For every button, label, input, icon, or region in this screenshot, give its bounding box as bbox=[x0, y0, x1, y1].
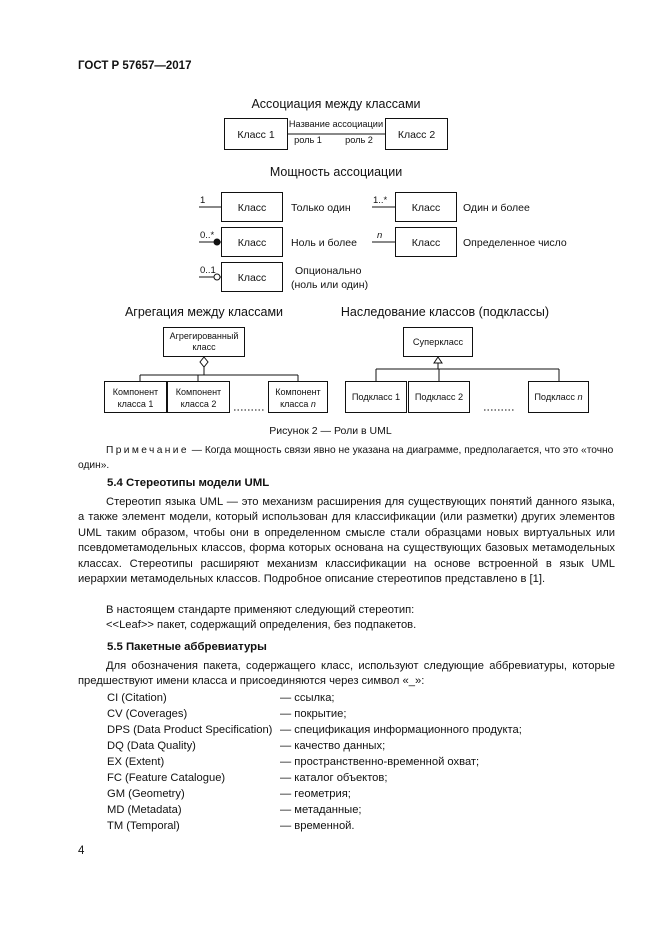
abbr-code: FC (Feature Catalogue) bbox=[107, 772, 226, 784]
section-5-5-heading: 5.5 Пакетные аббревиатуры bbox=[107, 641, 267, 653]
svg-text:Подкласс n: Подкласс n bbox=[534, 392, 582, 402]
section-5-4-leaf-stereotype: <<Leaf>> пакет, содержащий определения, … bbox=[106, 619, 417, 631]
abbr-desc: — метаданные; bbox=[280, 804, 362, 816]
abbr-code: EX (Extent) bbox=[107, 756, 165, 768]
section-5-4-heading: 5.4 Стереотипы модели UML bbox=[107, 477, 270, 489]
abbr-desc: — геометрия; bbox=[280, 788, 351, 800]
svg-text:(ноль или один): (ноль или один) bbox=[291, 279, 368, 291]
svg-text:класса 1: класса 1 bbox=[118, 399, 154, 409]
abbr-desc: — каталог объектов; bbox=[280, 772, 388, 784]
section-5-4-paragraph: Стереотип языка UML — это механизм расши… bbox=[78, 496, 615, 586]
abbr-desc: — спецификация информационного продукта; bbox=[280, 724, 522, 736]
abbr-code: CV (Coverages) bbox=[107, 708, 188, 720]
abbr-code: MD (Metadata) bbox=[107, 804, 182, 816]
svg-text:Класс: Класс bbox=[412, 202, 441, 214]
svg-text:Агрегированный: Агрегированный bbox=[170, 331, 239, 341]
subclass1-box bbox=[345, 381, 407, 413]
section-5-5-paragraph: Для обозначения пакета, содержащего клас… bbox=[78, 660, 615, 688]
svg-text:0..*: 0..* bbox=[200, 230, 215, 241]
abbr-desc: — ссылка; bbox=[280, 692, 335, 704]
svg-text:роль 1: роль 1 bbox=[294, 135, 322, 145]
class1-box bbox=[224, 118, 288, 150]
svg-text:Суперкласс: Суперкласс bbox=[413, 337, 464, 347]
association-title: Ассоциация между классами bbox=[251, 97, 420, 111]
subclass2-box bbox=[408, 381, 470, 413]
svg-text:класса n: класса n bbox=[280, 399, 316, 409]
abbr-desc: — покрытие; bbox=[280, 708, 347, 720]
svg-text:1: 1 bbox=[200, 195, 205, 206]
svg-text:Компонент: Компонент bbox=[113, 387, 158, 397]
svg-text:Ноль и более: Ноль и более bbox=[291, 237, 357, 249]
svg-text:Определенное число: Определенное число bbox=[463, 237, 567, 249]
svg-text:Класс 2: Класс 2 bbox=[398, 129, 436, 141]
svg-text:Компонент: Компонент bbox=[275, 387, 320, 397]
svg-text:Подкласс 2: Подкласс 2 bbox=[415, 392, 463, 402]
mult-class-1-many bbox=[395, 192, 457, 222]
subclassn-box bbox=[528, 381, 589, 413]
svg-text:класса 2: класса 2 bbox=[181, 399, 217, 409]
multiplicity-title: Мощность ассоциации bbox=[270, 165, 402, 179]
abbr-desc: — качество данных; bbox=[280, 740, 386, 752]
mult-class-0-many bbox=[221, 227, 283, 257]
mult-class-0-1 bbox=[221, 262, 283, 292]
abbr-code: TM (Temporal) bbox=[107, 820, 180, 832]
section-5-4-stereotype-intro: В настоящем стандарте применяют следующи… bbox=[106, 604, 415, 616]
abbr-code: DPS (Data Product Specification) bbox=[107, 724, 273, 736]
note-text: — Когда мощность связи явно не указана н… bbox=[78, 445, 614, 471]
note-label: Примечание bbox=[106, 445, 189, 456]
inheritance-title: Наследование классов (подклассы) bbox=[341, 305, 549, 319]
figure-caption: Рисунок 2 — Роли в UML bbox=[269, 425, 392, 437]
svg-text:1..*: 1..* bbox=[373, 195, 388, 206]
svg-text:класс: класс bbox=[192, 342, 216, 352]
aggregation-title: Агрегация между классами bbox=[125, 305, 283, 319]
inheritance-triangle bbox=[433, 356, 443, 364]
uml-roles-figure: Ассоциация между классами Класс 1 Класс … bbox=[104, 97, 589, 413]
svg-text:n: n bbox=[377, 230, 382, 241]
componentn-box bbox=[268, 381, 328, 413]
svg-text:Только один: Только один bbox=[291, 202, 351, 214]
mult-class-1 bbox=[221, 192, 283, 222]
svg-text:Класс 1: Класс 1 bbox=[237, 129, 275, 141]
figure-note: Примечание — Когда мощность связи явно н… bbox=[78, 444, 615, 473]
svg-text:Опционально: Опционально bbox=[295, 265, 362, 277]
association-name: Название ассоциации bbox=[289, 119, 383, 129]
abbr-desc: — пространственно-временной охват; bbox=[280, 756, 480, 768]
svg-text:Класс: Класс bbox=[238, 202, 267, 214]
component2-box bbox=[167, 381, 230, 413]
svg-text:Класс: Класс bbox=[412, 237, 441, 249]
aggregation-diamond bbox=[199, 356, 209, 368]
abbr-code: GM (Geometry) bbox=[107, 788, 185, 800]
svg-text:Класс: Класс bbox=[238, 237, 267, 249]
svg-text:роль 2: роль 2 bbox=[345, 135, 373, 145]
page-number: 4 bbox=[78, 845, 85, 857]
svg-text:Подкласс 1: Подкласс 1 bbox=[352, 392, 400, 402]
svg-text:Компонент: Компонент bbox=[176, 387, 221, 397]
svg-text:0..1: 0..1 bbox=[200, 265, 216, 276]
abbr-desc: — временной. bbox=[280, 820, 355, 832]
document-header: ГОСТ Р 57657—2017 bbox=[78, 60, 192, 72]
abbr-code: CI (Citation) bbox=[107, 692, 167, 704]
abbr-code: DQ (Data Quality) bbox=[107, 740, 196, 752]
svg-text:Один и более: Один и более bbox=[463, 202, 530, 214]
class2-box bbox=[385, 118, 448, 150]
mult-class-n bbox=[395, 227, 457, 257]
component1-box bbox=[104, 381, 167, 413]
svg-text:Класс: Класс bbox=[238, 272, 267, 284]
